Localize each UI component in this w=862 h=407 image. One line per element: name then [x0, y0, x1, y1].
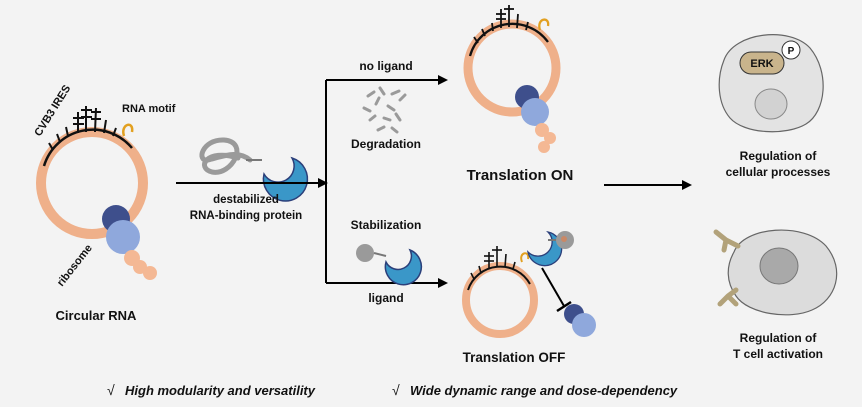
nucleus-icon	[754, 88, 788, 120]
footer-point-1: High modularity and versatility	[125, 383, 316, 398]
ribosome-large-subunit	[521, 98, 549, 126]
ires-arc	[468, 22, 549, 57]
receptor-icon	[713, 229, 741, 307]
erk-protein-icon	[739, 51, 785, 75]
footer-point-2: Wide dynamic range and dose-dependency	[410, 383, 678, 398]
protein-label-line1: destabilized	[213, 194, 279, 206]
rna-motif-icon	[520, 252, 530, 263]
ribosome-large-subunit	[106, 220, 140, 254]
ires-structure-icon	[470, 246, 516, 280]
phospho-label: P	[788, 46, 795, 57]
circular-rna-top	[463, 5, 561, 153]
stabilization-label: Stabilization	[351, 218, 422, 232]
check-icon: √	[392, 382, 400, 398]
nucleus-icon	[759, 247, 799, 285]
degradation-label: Degradation	[351, 137, 421, 151]
rna-motif-icon	[538, 18, 550, 31]
cell2-caption-line2: T cell activation	[733, 347, 823, 361]
rna-ring	[36, 127, 148, 239]
translation-off-label: Translation OFF	[463, 350, 566, 365]
ribosome-label: ribosome	[55, 242, 95, 288]
check-icon: √	[107, 382, 115, 398]
t-cell-icon	[713, 229, 838, 316]
stabilized-protein-icon	[356, 244, 423, 286]
peptide-bead	[143, 266, 157, 280]
cell1-caption-line2: cellular processes	[726, 165, 831, 179]
peptide-bead	[538, 141, 550, 153]
circular-rna-title: Circular RNA	[56, 308, 138, 323]
peptide-bead	[535, 123, 549, 137]
ires-arc	[42, 128, 133, 167]
translation-on-label: Translation ON	[467, 167, 574, 184]
circular-rna-bottom	[462, 230, 596, 338]
circular-rna-left	[36, 106, 157, 280]
erk-label: ERK	[750, 58, 773, 70]
cell2-caption-line1: Regulation of	[740, 331, 818, 345]
inhibition-bar	[556, 300, 572, 313]
cell1-caption-line1: Regulation of	[740, 149, 818, 163]
degraded-fragments-icon	[362, 86, 407, 134]
no-ligand-label: no ligand	[359, 59, 412, 73]
phospho-icon	[781, 40, 801, 60]
rna-motif-label: RNA motif	[122, 103, 176, 115]
ribosome-large-subunit	[572, 313, 596, 337]
cell-top-icon	[718, 34, 824, 133]
ligand-label: ligand	[368, 291, 403, 305]
protein-label-line2: RNA-binding protein	[190, 210, 302, 222]
ires-structure-icon	[48, 106, 117, 151]
peptide-bead	[544, 132, 556, 144]
ires-structure-icon	[473, 5, 529, 44]
inhibition-line	[541, 267, 565, 307]
rna-motif-icon	[122, 123, 134, 137]
destabilized-protein-icon	[199, 137, 309, 202]
